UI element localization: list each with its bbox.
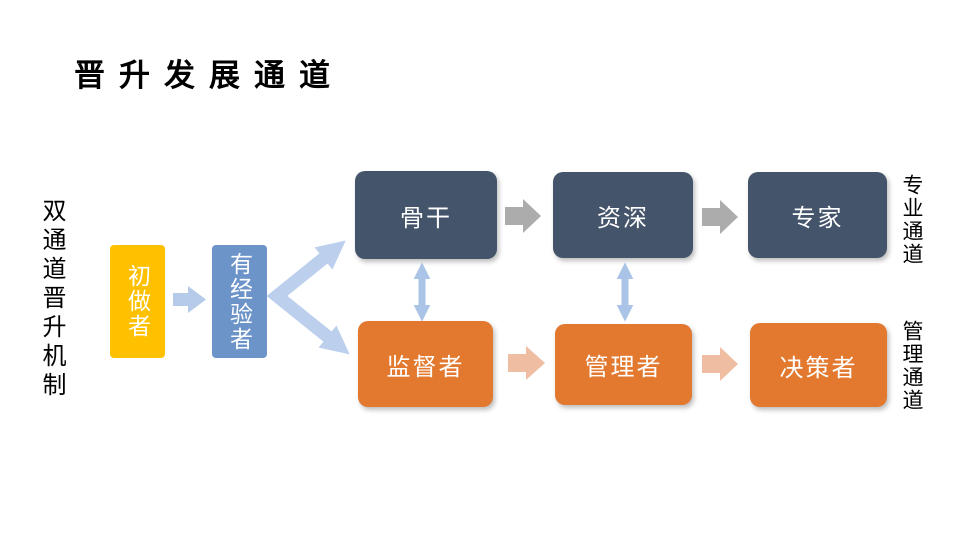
dual-channel-caption: 双通道晋升机制 <box>38 198 65 401</box>
node-expert-label: 专家 <box>791 204 844 232</box>
professional-arrow-1-shape <box>505 199 541 233</box>
node-supervisor-label: 监督者 <box>386 353 465 381</box>
node-decision-maker-label: 决策者 <box>779 354 858 382</box>
node-beginner: 初做者 <box>110 245 165 358</box>
node-decision-maker: 决策者 <box>750 323 887 407</box>
node-expert: 专家 <box>748 172 887 258</box>
track-link-arrow-2-icon <box>616 262 634 322</box>
node-manager: 管理者 <box>555 324 692 405</box>
node-supervisor: 监督者 <box>358 321 493 407</box>
node-senior: 资深 <box>553 172 693 258</box>
track-link-arrow-1-icon <box>413 262 431 322</box>
entry-arrow-shape <box>173 286 206 313</box>
branch-arrow-path <box>266 240 350 355</box>
node-backbone: 骨干 <box>355 171 497 259</box>
node-manager-label: 管理者 <box>584 354 663 381</box>
slide-title: 晋升发展通道 <box>74 58 344 93</box>
management-arrow-2-icon <box>702 347 738 381</box>
management-arrow-2-shape <box>702 347 738 381</box>
management-track-label: 管理通道 <box>900 320 923 412</box>
node-beginner-label: 初做者 <box>124 264 151 339</box>
professional-arrow-1-icon <box>505 199 541 233</box>
entry-arrow-icon <box>173 286 206 313</box>
branch-double-arrow-icon <box>266 240 350 355</box>
management-arrow-1-shape <box>508 346 545 380</box>
management-arrow-1-icon <box>508 346 545 380</box>
node-experienced: 有经验者 <box>212 245 267 358</box>
node-experienced-label: 有经验者 <box>226 251 253 352</box>
node-senior-label: 资深 <box>597 204 649 232</box>
professional-arrow-2-icon <box>702 200 738 234</box>
node-backbone-label: 骨干 <box>400 204 452 232</box>
professional-arrow-2-shape <box>702 200 738 234</box>
professional-track-label: 专业通道 <box>900 174 923 266</box>
